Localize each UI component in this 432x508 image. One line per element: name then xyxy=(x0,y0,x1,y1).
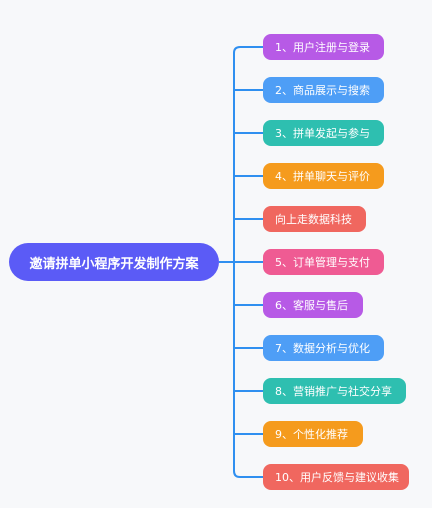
branch-node[interactable]: 1、用户注册与登录 xyxy=(263,34,384,60)
branch-node[interactable]: 向上走数据科技 xyxy=(263,206,366,232)
branch-node[interactable]: 4、拼单聊天与评价 xyxy=(263,163,384,189)
branch-connector xyxy=(233,470,263,478)
branch-node[interactable]: 2、商品展示与搜索 xyxy=(263,77,384,103)
branch-node[interactable]: 10、用户反馈与建议收集 xyxy=(263,464,409,490)
branch-connector xyxy=(233,46,263,54)
branch-node[interactable]: 9、个性化推荐 xyxy=(263,421,363,447)
root-topic[interactable]: 邀请拼单小程序开发制作方案 xyxy=(9,243,219,281)
branch-node[interactable]: 6、客服与售后 xyxy=(263,292,363,318)
branch-node[interactable]: 8、营销推广与社交分享 xyxy=(263,378,406,404)
branch-node[interactable]: 5、订单管理与支付 xyxy=(263,249,384,275)
branch-node[interactable]: 7、数据分析与优化 xyxy=(263,335,384,361)
branch-node[interactable]: 3、拼单发起与参与 xyxy=(263,120,384,146)
